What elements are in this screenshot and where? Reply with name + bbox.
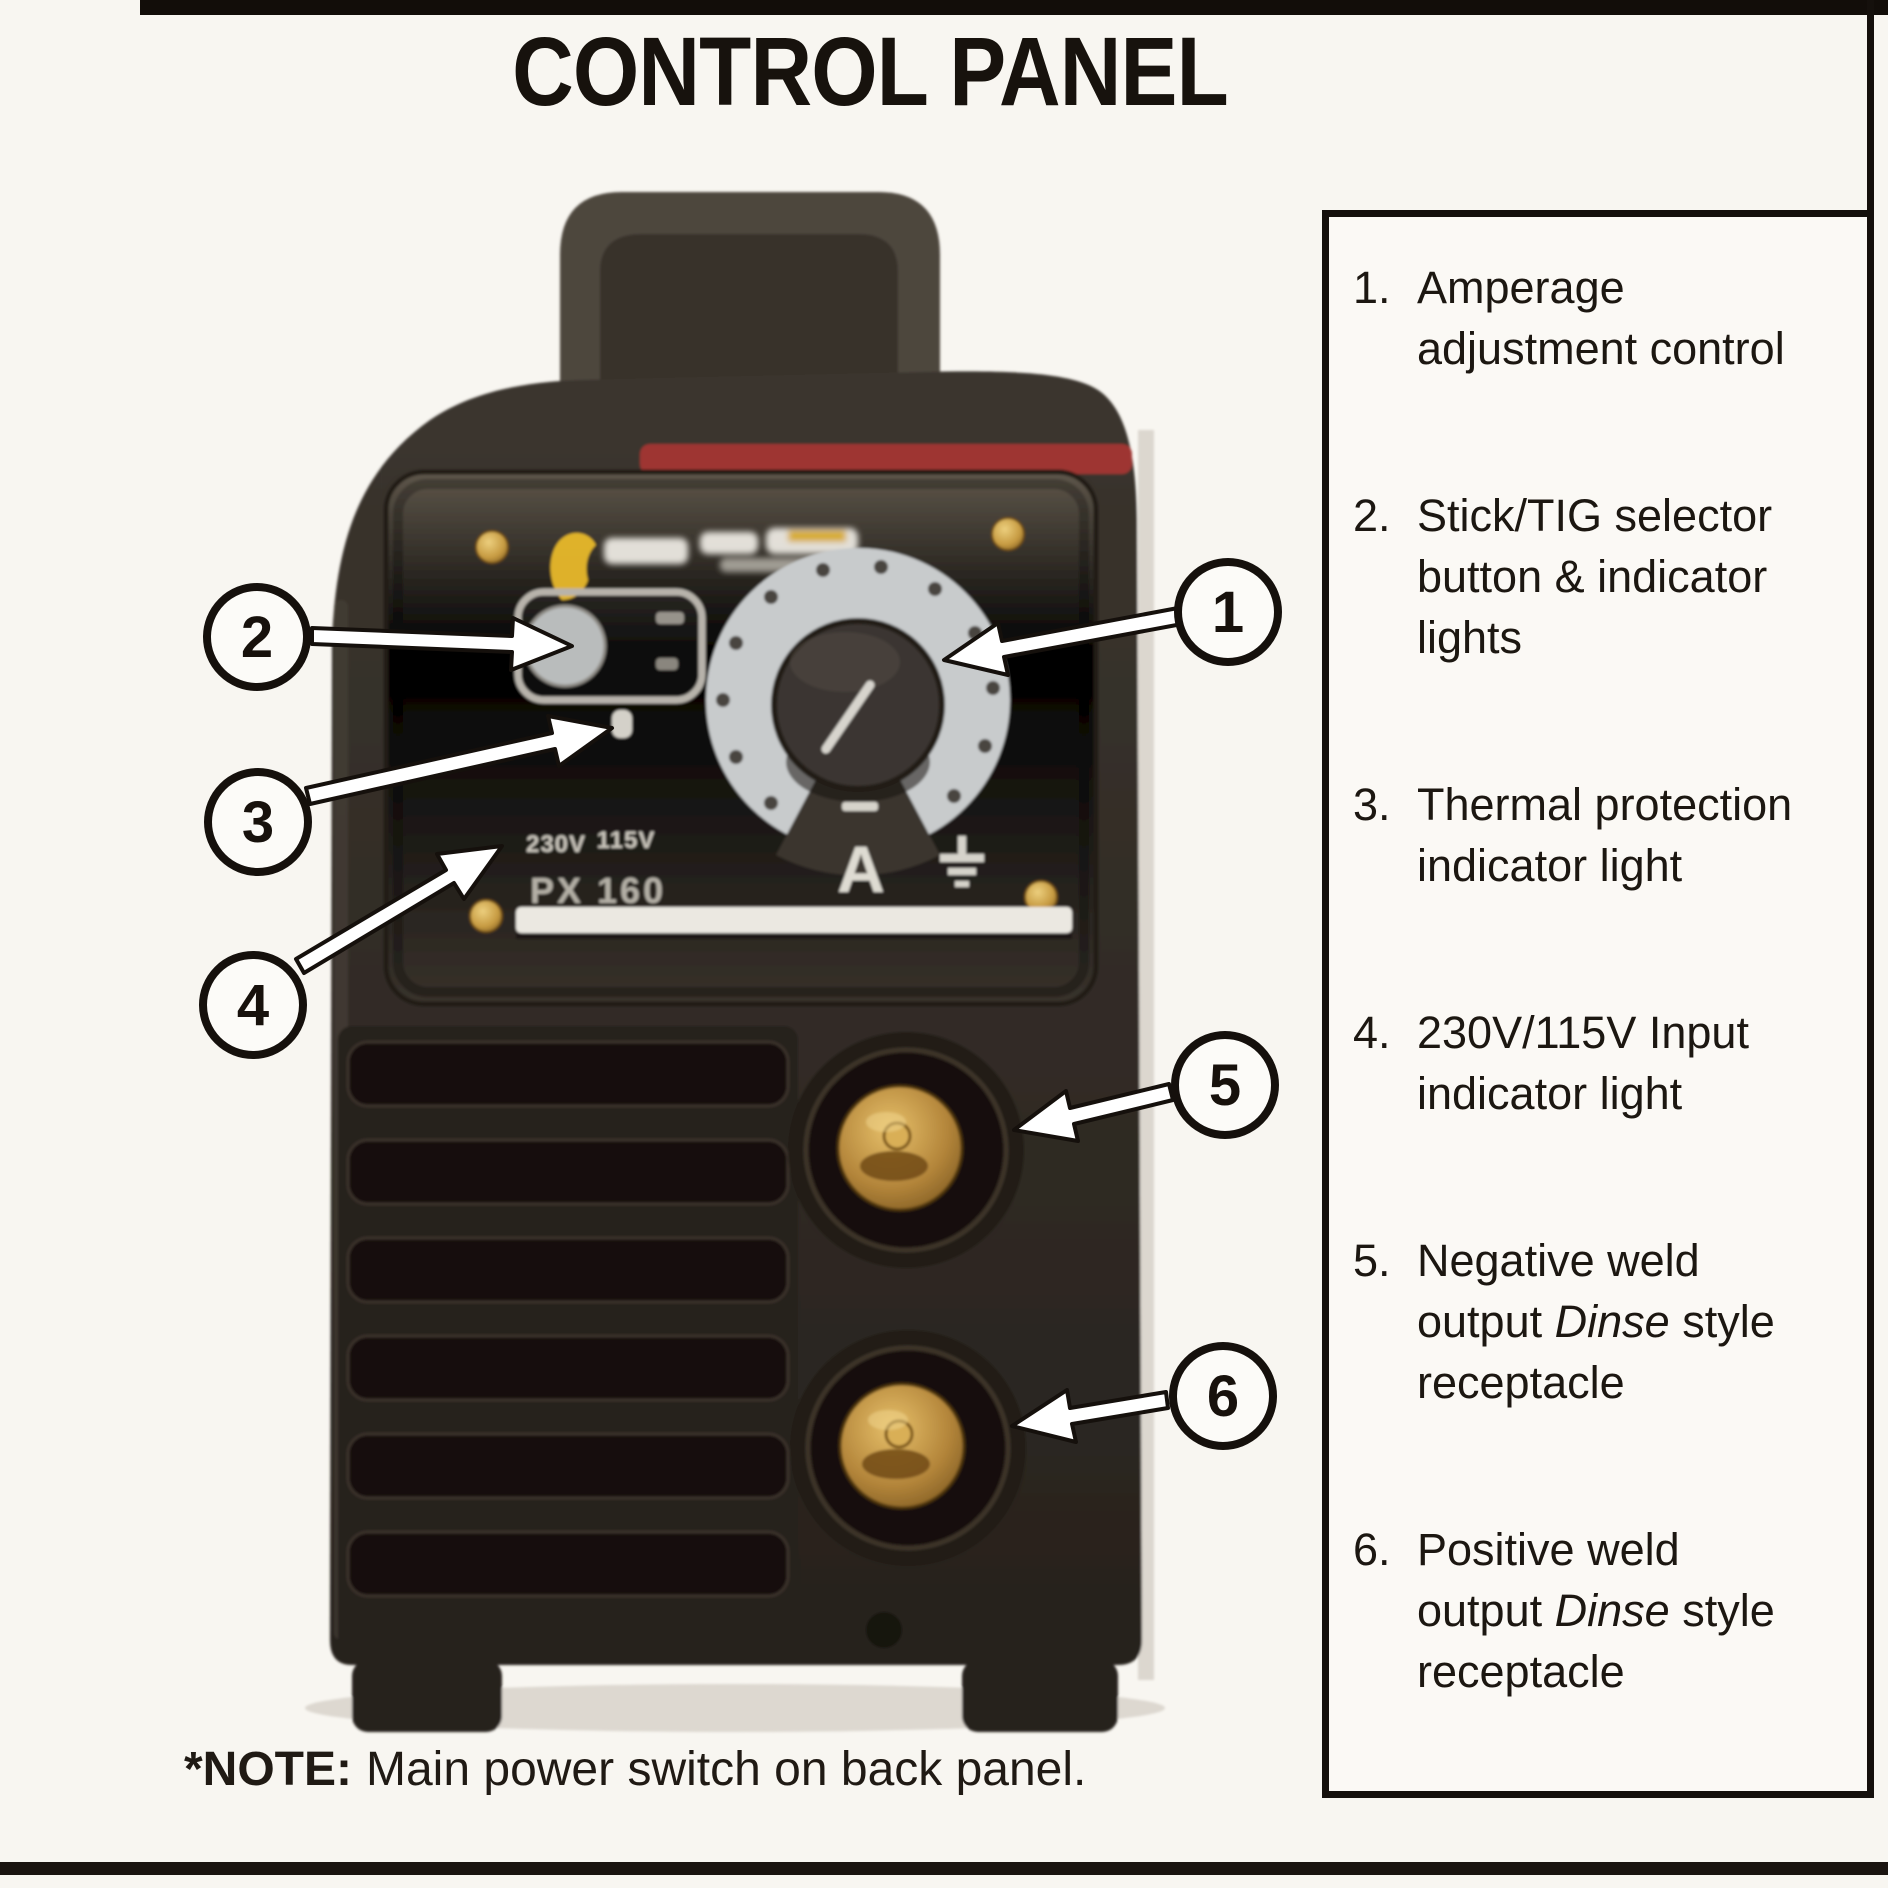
photo-shadow-right	[1138, 430, 1154, 1680]
selector-indicator-light-top	[656, 612, 684, 624]
legend-item-number: 1.	[1353, 262, 1391, 313]
bottom-rule	[0, 1862, 1888, 1875]
dial-scale	[706, 548, 1010, 852]
callout-arrow-2	[310, 616, 574, 672]
legend-item-number: 5.	[1353, 1235, 1391, 1286]
input-voltage-labels: 230V 115V	[526, 827, 656, 858]
callout-arrow-6	[1010, 1388, 1170, 1444]
legend-item-number: 6.	[1353, 1524, 1391, 1575]
footnote-text: Main power switch on back panel.	[366, 1743, 1087, 1796]
right-page-rule	[1867, 0, 1874, 214]
callout-5: 5	[1171, 1031, 1279, 1139]
page-title: CONTROL PANEL	[512, 17, 1229, 126]
negative-receptacle	[788, 1032, 1024, 1268]
control-panel	[383, 469, 1099, 1007]
footnote: *NOTE: Main power switch on back panel.	[184, 1742, 1086, 1797]
input-115v-label: 115V	[597, 827, 656, 854]
stick-tig-selector	[514, 588, 706, 704]
machine-body	[330, 371, 1142, 1732]
legend-item-number: 4.	[1353, 1007, 1391, 1058]
callout-arrow-4	[294, 844, 504, 975]
callout-2: 2	[203, 583, 311, 691]
callout-arrow-3	[304, 714, 614, 806]
legend-item-number: 3.	[1353, 779, 1391, 830]
drain-hole	[866, 1612, 902, 1648]
selector-indicator-light-bottom	[656, 658, 678, 670]
callout-arrow-5	[1012, 1082, 1175, 1143]
photo-shadow	[305, 1684, 1165, 1732]
vent-grille	[338, 1026, 798, 1656]
top-rule	[140, 0, 1888, 15]
knob-pointer	[821, 680, 875, 754]
top-red-stripe	[640, 444, 1132, 474]
panel-divider-bar	[516, 907, 1072, 933]
thermal-indicator-light	[612, 710, 632, 738]
model-label: PX 160	[530, 870, 666, 911]
footnote-label: *NOTE:	[184, 1743, 352, 1796]
callout-arrow-1	[942, 606, 1184, 677]
callout-3: 3	[204, 768, 312, 876]
callout-1: 1	[1174, 558, 1282, 666]
amperage-knob: A	[706, 548, 1010, 906]
amp-unit-label: A	[837, 832, 885, 906]
dial-tick-marks	[716, 560, 1000, 810]
handle-label-slot	[644, 484, 766, 566]
machine-foot-left	[352, 1660, 502, 1732]
callout-6: 6	[1169, 1342, 1277, 1450]
positive-receptacle	[790, 1330, 1026, 1566]
knob	[771, 618, 945, 792]
input-230v-label: 230V	[526, 831, 586, 858]
panel-screws	[469, 517, 1058, 933]
ground-symbol-icon	[940, 836, 984, 887]
carry-handle	[560, 192, 940, 430]
machine-foot-right	[962, 1660, 1118, 1732]
brand-logo	[550, 528, 858, 600]
legend-item-number: 2.	[1353, 490, 1391, 541]
callout-4: 4	[199, 951, 307, 1059]
selector-button	[523, 604, 607, 688]
